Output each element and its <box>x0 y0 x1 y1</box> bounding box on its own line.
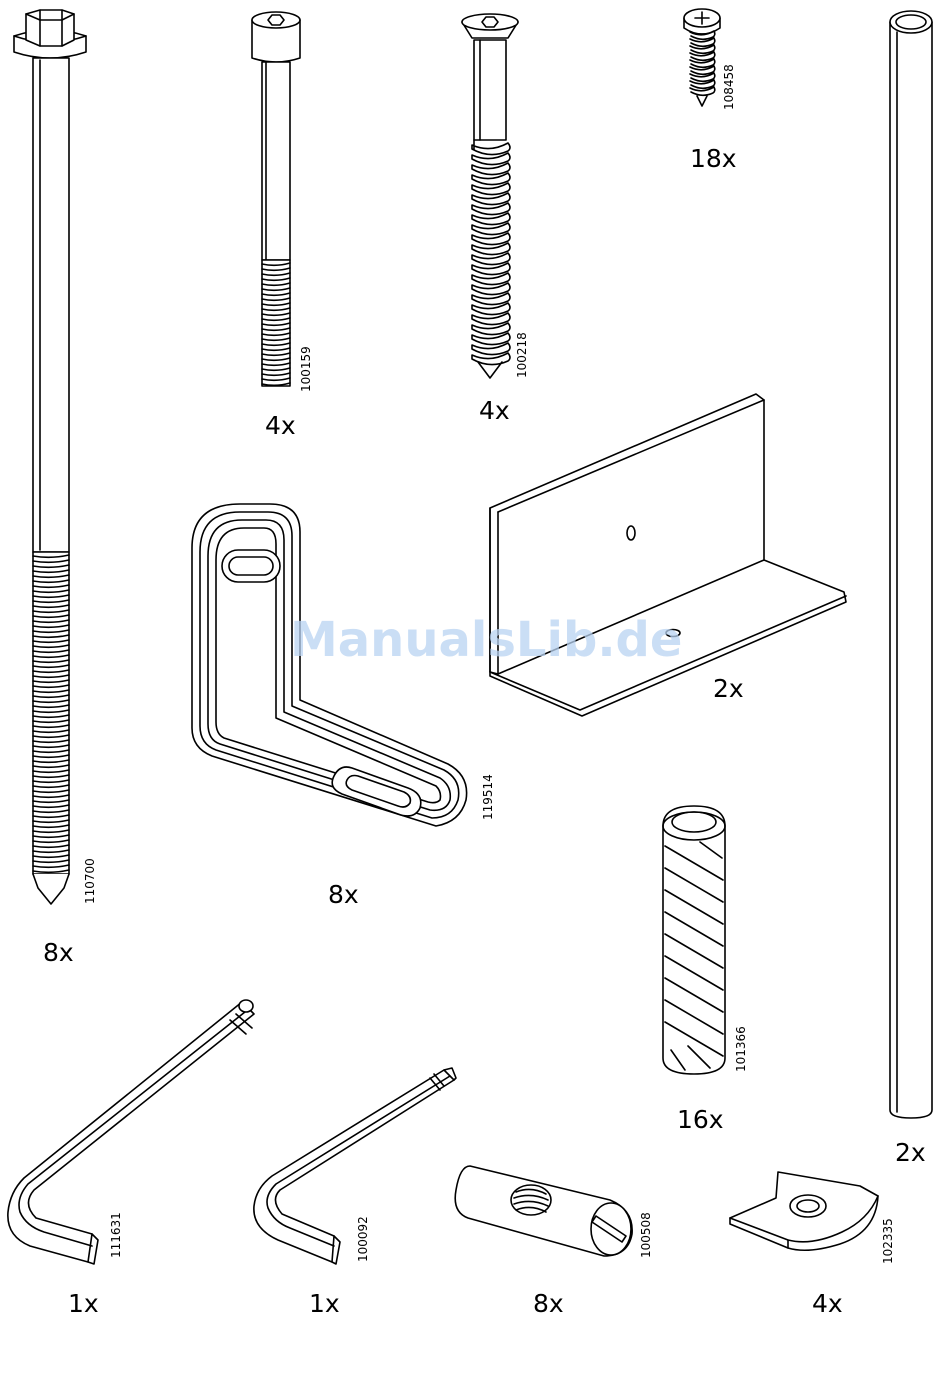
wood-screw-icon <box>462 14 518 378</box>
quantity-label: 16x <box>677 1107 724 1132</box>
metal-rod-icon <box>890 11 932 1118</box>
quantity-label: 4x <box>479 398 510 423</box>
quantity-label: 2x <box>713 676 744 701</box>
part-number: 102335 <box>882 1218 894 1264</box>
long-hex-bolt-icon <box>14 10 86 904</box>
small-screw-icon <box>684 9 720 106</box>
barrel-nut-icon <box>455 1166 632 1256</box>
part-number: 111631 <box>110 1212 122 1258</box>
part-number: 110700 <box>84 858 96 904</box>
quantity-label: 1x <box>68 1291 99 1316</box>
quantity-label: 8x <box>328 882 359 907</box>
watermark: ManualsLib.de <box>290 612 682 668</box>
part-number: 101366 <box>735 1026 747 1072</box>
allen-key-icon <box>254 1068 456 1264</box>
part-number: 100159 <box>300 346 312 392</box>
socket-cap-bolt-icon <box>252 12 300 386</box>
quantity-label: 1x <box>309 1291 340 1316</box>
quantity-label: 4x <box>265 413 296 438</box>
part-number: 108458 <box>723 64 735 110</box>
part-number: 100218 <box>516 332 528 378</box>
allen-key-icon <box>8 1000 254 1264</box>
quantity-label: 18x <box>690 146 737 171</box>
wedge-nut-icon <box>730 1172 878 1250</box>
part-number: 100508 <box>640 1212 652 1258</box>
wooden-dowel-icon <box>663 806 725 1074</box>
quantity-label: 2x <box>895 1140 926 1165</box>
quantity-label: 4x <box>812 1291 843 1316</box>
quantity-label: 8x <box>533 1291 564 1316</box>
part-number: 119514 <box>482 774 494 820</box>
part-number: 100092 <box>357 1216 369 1262</box>
quantity-label: 8x <box>43 940 74 965</box>
